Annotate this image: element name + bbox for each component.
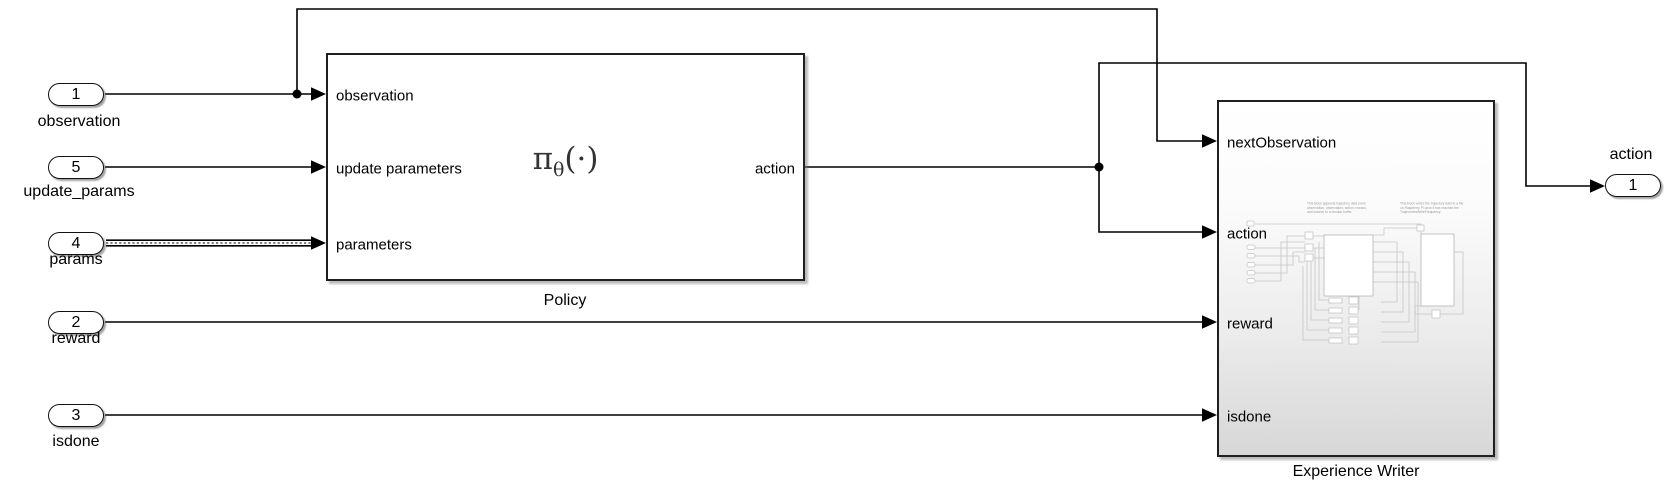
inport-number: 3	[71, 406, 81, 424]
inport-4-params[interactable]: 4	[48, 232, 104, 255]
arrowhead-ew-nextobservation	[1202, 134, 1217, 148]
inport-number: 5	[71, 158, 81, 176]
policy-port-update-parameters: update parameters	[336, 160, 462, 178]
outport-label-action[interactable]: action	[1609, 146, 1653, 163]
inport-label-reward[interactable]: reward	[51, 330, 101, 347]
inport-number: 4	[71, 234, 81, 252]
ew-port-reward: reward	[1227, 315, 1273, 333]
inport-label-params[interactable]: params	[49, 251, 103, 268]
wire-observation-branch-to-nextobservation[interactable]	[296, 8, 1203, 142]
arrowhead-policy-parameters	[311, 236, 326, 250]
preview-note-append-buffer: This block appends trajectory data (next…	[1307, 202, 1367, 214]
inport-1-observation[interactable]: 1	[48, 83, 104, 106]
policy-port-action-out: action	[754, 160, 795, 178]
ew-port-action: action	[1227, 225, 1268, 243]
policy-port-observation: observation	[336, 87, 414, 105]
experience-writer-content-preview	[1246, 220, 1464, 345]
policy-port-parameters: parameters	[336, 236, 412, 254]
inport-2-reward[interactable]: 2	[48, 311, 104, 334]
ew-port-nextobservation: nextObservation	[1227, 134, 1337, 152]
inport-5-update-params[interactable]: 5	[48, 156, 104, 179]
inport-number: 2	[71, 313, 81, 331]
inport-label-observation[interactable]: observation	[37, 113, 121, 130]
arrowhead-policy-update-parameters	[311, 160, 326, 174]
experience-writer-block-name[interactable]: Experience Writer	[1292, 463, 1420, 480]
policy-block[interactable]: observation update parameters parameters…	[326, 53, 805, 281]
branch-dot-observation	[292, 89, 302, 99]
outport-number: 1	[1628, 176, 1638, 194]
inport-label-update-params[interactable]: update_params	[23, 183, 135, 200]
policy-block-name[interactable]: Policy	[543, 292, 587, 309]
arrowhead-ew-reward	[1202, 315, 1217, 329]
inport-number: 1	[71, 85, 81, 103]
experience-writer-block[interactable]: This block appends trajectory data (next…	[1217, 100, 1495, 457]
inport-3-isdone[interactable]: 3	[48, 404, 104, 427]
preview-note-write-file: This block writes the trajectory data to…	[1400, 202, 1464, 214]
arrowhead-ew-action	[1202, 225, 1217, 239]
arrowhead-policy-observation	[311, 87, 326, 101]
wire-action-branch-to-experience-writer[interactable]	[1098, 167, 1203, 233]
arrowhead-ew-isdone	[1202, 408, 1217, 422]
outport-1-action[interactable]: 1	[1605, 174, 1661, 197]
wire-action-branch-to-outport[interactable]	[1098, 62, 1591, 187]
ew-port-isdone: isdone	[1227, 408, 1272, 426]
branch-dot-action	[1094, 162, 1104, 172]
policy-symbol-pi-theta: πθ(·)	[532, 141, 599, 182]
arrowhead-outport-action	[1590, 179, 1605, 193]
inport-label-isdone[interactable]: isdone	[52, 433, 100, 450]
